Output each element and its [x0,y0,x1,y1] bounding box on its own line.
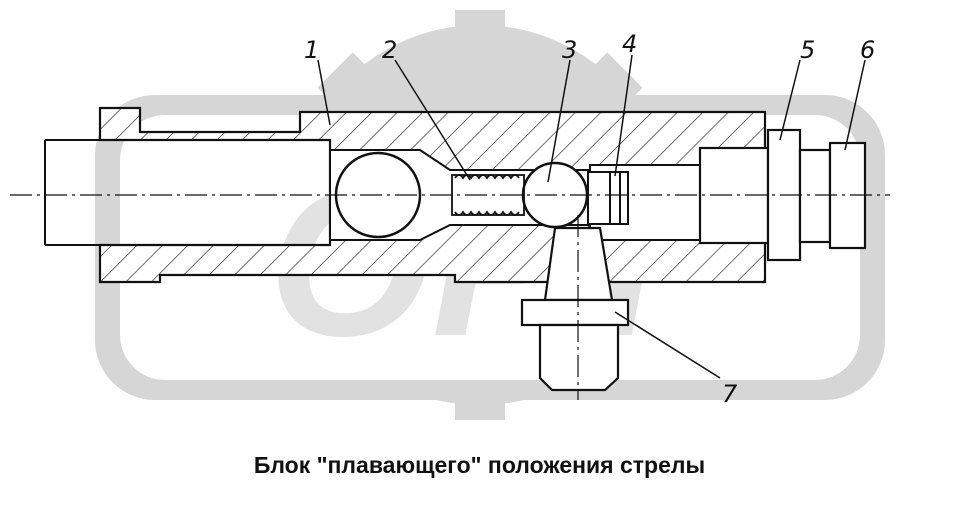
label-7: 7 [722,380,738,408]
label-5: 5 [800,36,815,64]
label-6: 6 [860,36,875,64]
seal-ring [587,171,629,225]
label-2: 2 [382,36,397,64]
label-4: 4 [622,30,637,58]
label-1: 1 [304,36,319,64]
caption: Блок "плавающего" положения стрелы [253,452,706,478]
label-3: 3 [562,36,577,64]
leader-lines [317,54,866,379]
rod [44,139,100,246]
spring [451,174,525,216]
fitting [520,226,630,392]
